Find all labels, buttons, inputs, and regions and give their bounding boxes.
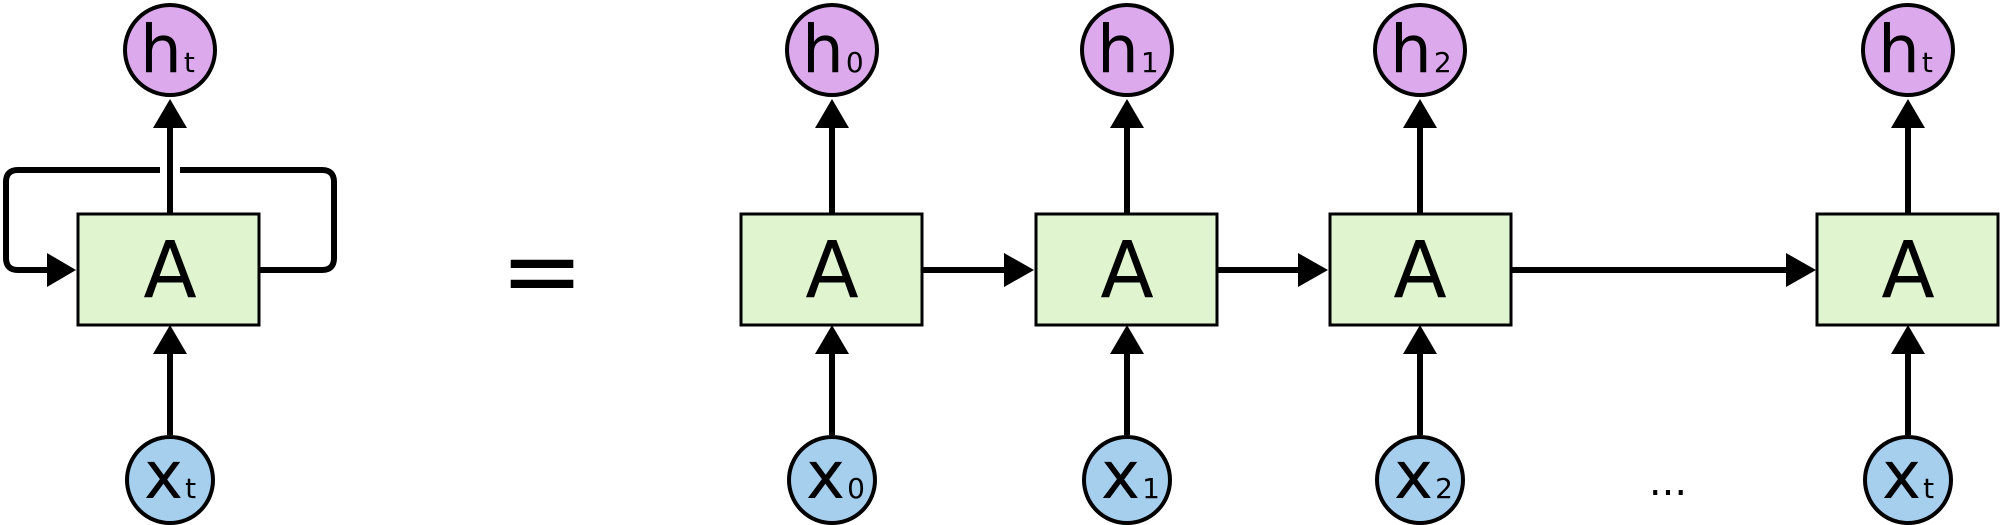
folded-input-label: xt [144,437,196,514]
input-arrowhead [1891,325,1925,354]
output-label: h0 [802,11,864,88]
folded-output-node [123,3,217,97]
output-arrowhead [815,99,849,128]
cell-label: A [1881,226,1934,316]
folded-output-label: ht [140,11,195,88]
input-label: x0 [806,437,865,514]
recurrent-arrowhead-1-2 [1298,253,1328,287]
input-label: x1 [1101,437,1160,514]
cell-label: A [1393,226,1446,316]
input-label: x2 [1394,437,1453,514]
unrolled-step-2: A h2 x2 [1328,3,1513,525]
output-node [785,3,879,97]
output-arrowhead [1110,99,1144,128]
input-node [1375,435,1465,525]
input-arrowhead [815,325,849,354]
folded-input-node [125,435,215,525]
recurrent-loop-line-right [180,167,337,273]
recurrent-arrowhead-0-1 [1004,253,1034,287]
output-node [1080,3,1174,97]
output-arrowhead [1891,99,1925,128]
unrolled-step-t: A ht xt [1815,3,2000,525]
input-arrowhead [1110,325,1144,354]
output-node [1373,3,1467,97]
recurrent-loop-line [3,167,160,273]
cell-box [739,212,924,327]
input-arrowhead [1403,325,1437,354]
cell-label: A [805,226,858,316]
output-node [1861,3,1955,97]
input-label: xt [1882,437,1934,514]
cell-box [1034,212,1219,327]
cell-box [1815,212,2000,327]
folded-rnn: A ht xt [3,3,337,525]
unrolled-rnn: A h0 x0 A h1 x1 [739,3,2000,525]
folded-cell-box [76,212,261,327]
output-label: h1 [1097,11,1159,88]
output-label: ht [1878,11,1933,88]
folded-cell-label: A [143,226,196,316]
unrolled-step-0: A h0 x0 [739,3,924,525]
cell-label: A [1100,226,1153,316]
folded-input-arrowhead [153,325,187,354]
cell-box [1328,212,1513,327]
output-label: h2 [1390,11,1452,88]
equals-sign: = [500,212,584,329]
unrolled-step-1: A h1 x1 [1034,3,1219,525]
input-node [1082,435,1172,525]
input-node [1863,435,1953,525]
output-arrowhead [1403,99,1437,128]
input-node [787,435,877,525]
sequence-ellipsis: ... [1649,459,1687,505]
folded-output-arrowhead [153,99,187,128]
recurrent-loop-arrowhead [47,253,76,287]
recurrent-arrowhead-2-t [1786,253,1816,287]
